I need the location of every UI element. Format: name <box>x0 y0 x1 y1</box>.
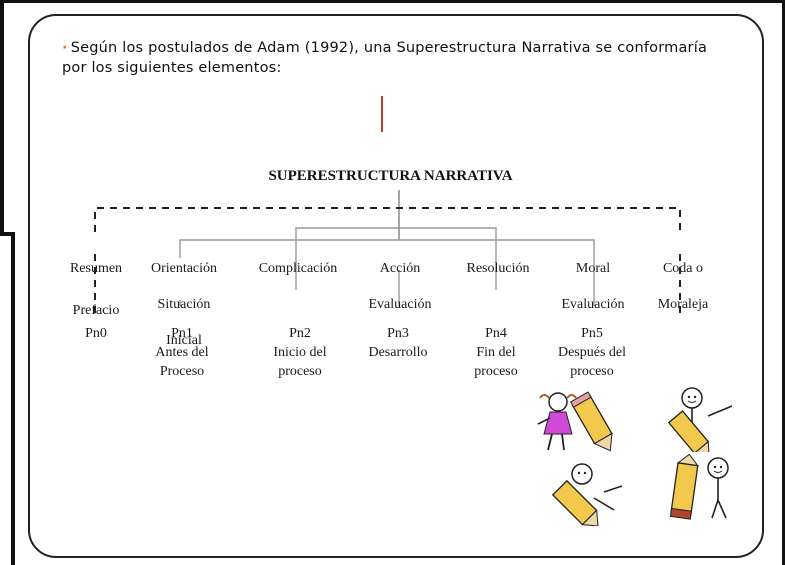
component-orientacion: Orientación Situación Inicial <box>150 261 218 348</box>
phase-pn2: Pn2 Inicio del proceso <box>273 326 327 379</box>
component-moral: Moral Evaluación <box>561 261 625 312</box>
phase-pn1: Pn1 Antes del Proceso <box>155 326 209 379</box>
inner-bracket-mid <box>295 227 497 290</box>
inner-bracket-wide <box>179 239 595 306</box>
component-resolucion: Resolución <box>466 261 530 276</box>
component-coda: Coda o Moraleja <box>657 261 709 312</box>
outer-dashed-bracket <box>94 207 681 232</box>
phase-pn4: Pn4 Fin del proceso <box>474 326 518 379</box>
crop-edge-top <box>0 0 785 3</box>
stickman-with-pencil-icon <box>667 387 733 452</box>
red-cursor-mark <box>381 96 383 132</box>
phase-pn3: Pn3 Desarrollo <box>368 326 428 360</box>
crop-edge-left-top <box>0 0 4 235</box>
crop-edge-left-bottom <box>11 232 15 565</box>
child-with-pencil-icon <box>537 391 613 452</box>
intro-text: Según los postulados de Adam (1992), una… <box>62 40 708 76</box>
crop-edge-left-notch <box>0 232 12 236</box>
crop-edge-right <box>782 0 785 565</box>
component-resumen: Resumen <box>69 261 123 276</box>
phase-pn5: Pn5 Después del proceso <box>557 326 627 379</box>
stickman-with-pencil-icon <box>551 463 623 526</box>
component-complicacion: Complicación <box>258 261 338 276</box>
component-accion: Acción Evaluación <box>368 261 432 312</box>
slide-frame <box>28 14 764 558</box>
phase-pn0: Pn0 <box>85 326 107 341</box>
intro-paragraph: ·Según los postulados de Adam (1992), un… <box>62 38 722 78</box>
stickman-with-pencil-icon <box>669 454 729 520</box>
component-prefacio: Prefacio <box>72 303 120 318</box>
bullet-mark: · <box>62 40 68 56</box>
diagram-title: SUPERESTRUCTURA NARRATIVA <box>268 168 513 184</box>
